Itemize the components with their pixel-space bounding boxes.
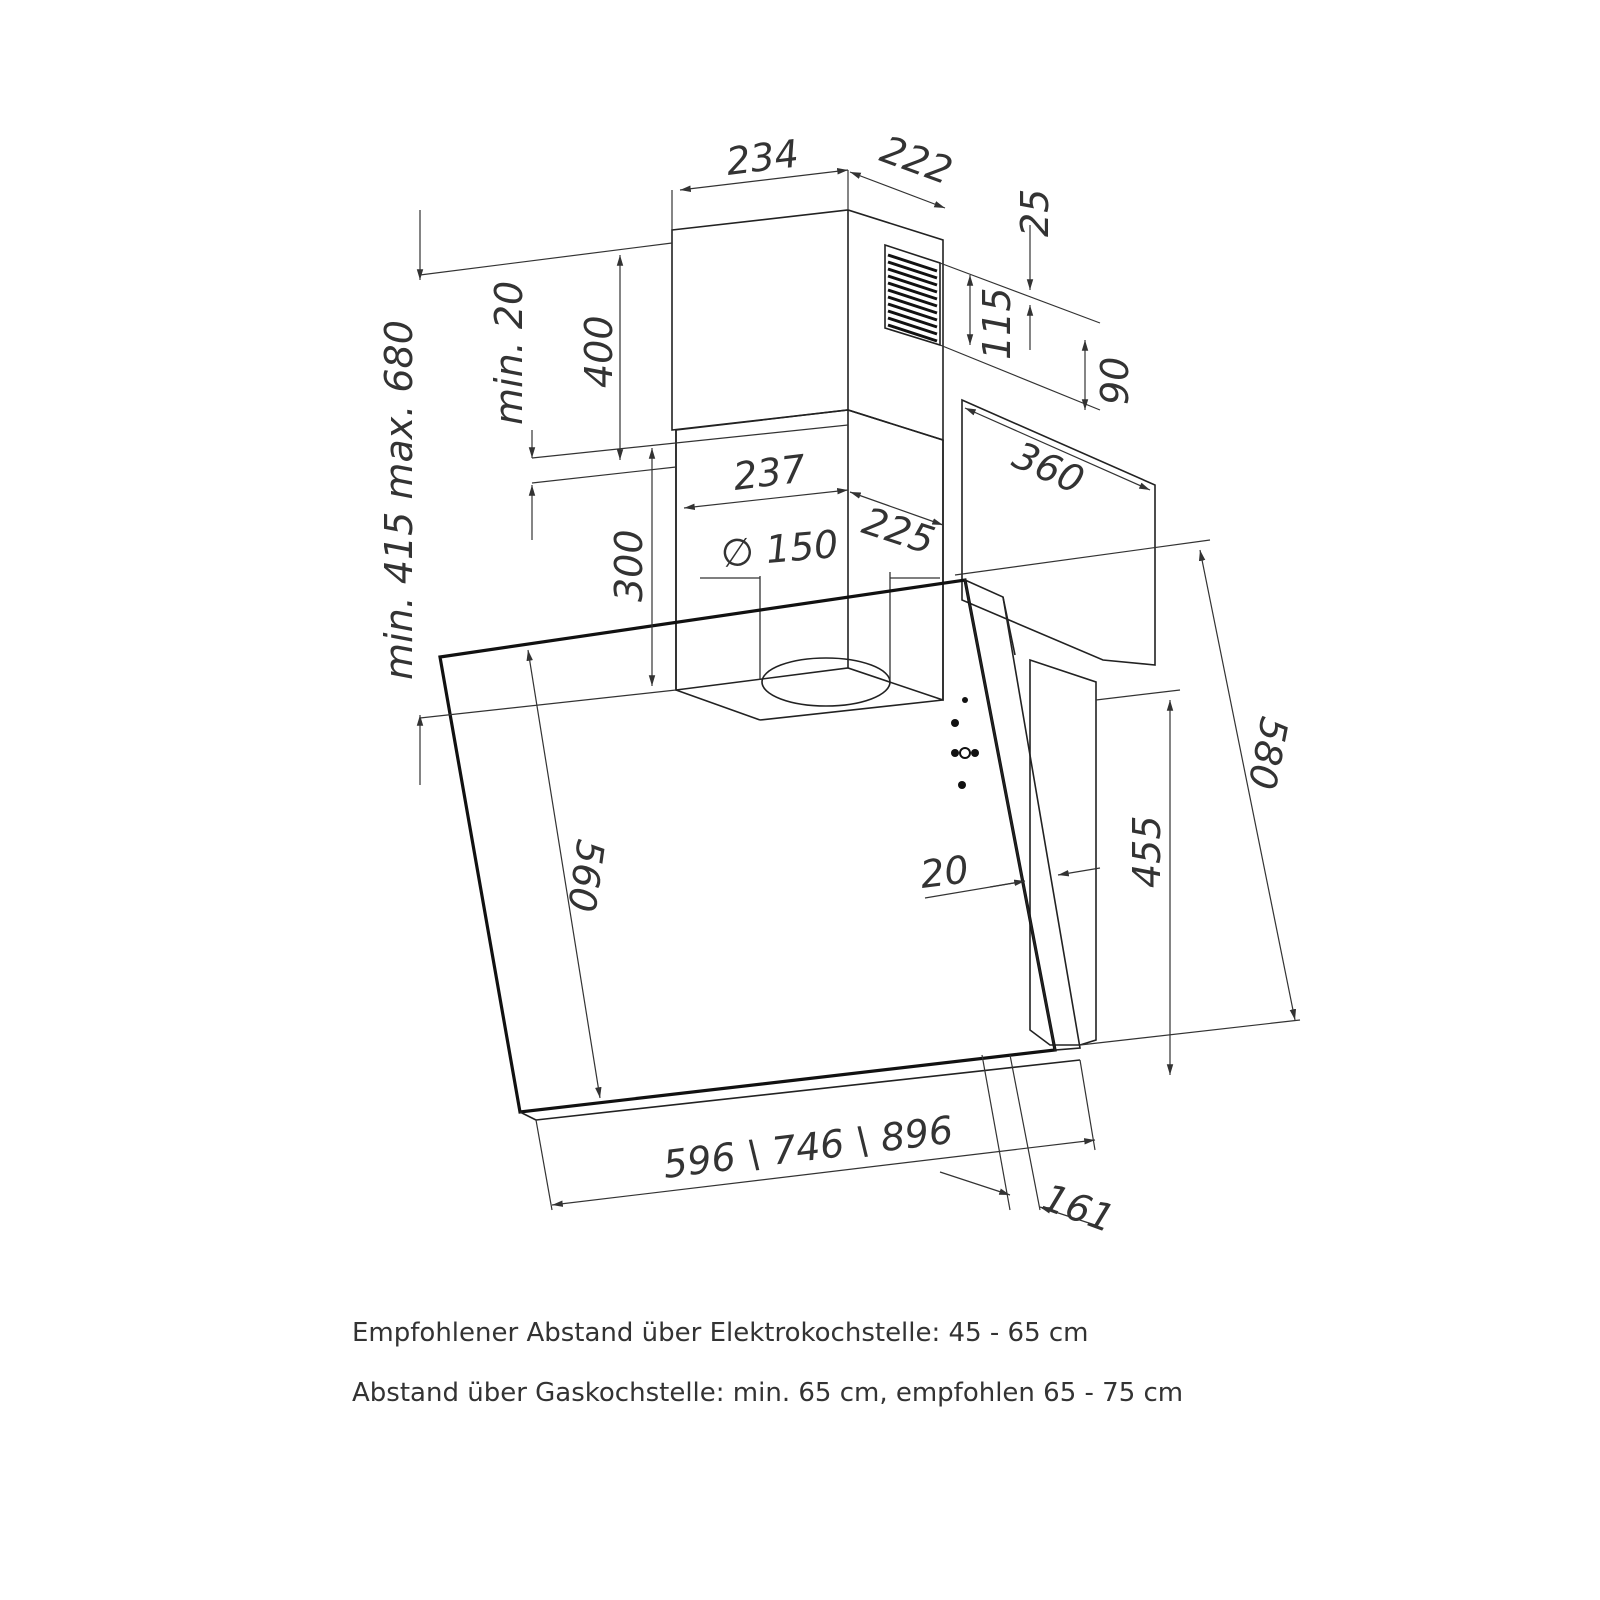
grille-slat	[887, 323, 938, 343]
grille-slat	[887, 309, 938, 329]
dim-label: 25	[1013, 189, 1057, 237]
dim-label: 161	[1037, 1175, 1120, 1241]
installation-notes: Empfohlener Abstand über Elektrokochstel…	[352, 1318, 1552, 1438]
dim-label: 237	[731, 446, 808, 499]
dim-label: 580	[1239, 713, 1296, 793]
grille-slat	[887, 295, 938, 315]
hood-dimension-drawing: 234 222 25 115 90 min. 415 max. 680 min.…	[377, 127, 1301, 1241]
dimension-lines	[416, 168, 1301, 1226]
grille-slat	[887, 316, 938, 336]
grille-slat	[887, 288, 938, 308]
grille-slat	[887, 302, 938, 322]
note-gas-hob: Abstand über Gaskochstelle: min. 65 cm, …	[352, 1378, 1184, 1408]
control-buttons	[951, 697, 979, 789]
dim-label: 115	[975, 287, 1019, 360]
dim-label: 234	[724, 131, 801, 184]
dim-label: 225	[857, 499, 940, 563]
note-electric-hob: Empfohlener Abstand über Elektrokochstel…	[352, 1318, 1089, 1348]
dim-label: 596 \ 746 \ 896	[661, 1108, 956, 1187]
dim-label: min. 415 max. 680	[377, 320, 421, 680]
dim-label: 20	[918, 847, 971, 897]
dim-label: 400	[577, 315, 621, 388]
dim-label: 300	[607, 529, 651, 602]
grille-slat	[887, 281, 938, 301]
dim-label: 560	[559, 837, 613, 915]
vent-grille-icon	[884, 243, 941, 347]
glass-hood-panel	[438, 578, 1081, 1121]
duct-opening	[759, 572, 891, 707]
upper-chimney	[671, 209, 944, 442]
dim-label: min. 20	[487, 281, 531, 425]
grille-slat	[887, 267, 938, 287]
grille-slat	[887, 253, 938, 273]
dim-label: 360	[1006, 433, 1090, 503]
dim-label: ∅ 150	[719, 522, 840, 576]
grille-slat	[887, 260, 938, 280]
dim-label: 90	[1093, 357, 1137, 405]
grille-slat	[887, 274, 938, 294]
dim-label: 455	[1125, 815, 1169, 888]
dim-label: 222	[875, 127, 958, 193]
